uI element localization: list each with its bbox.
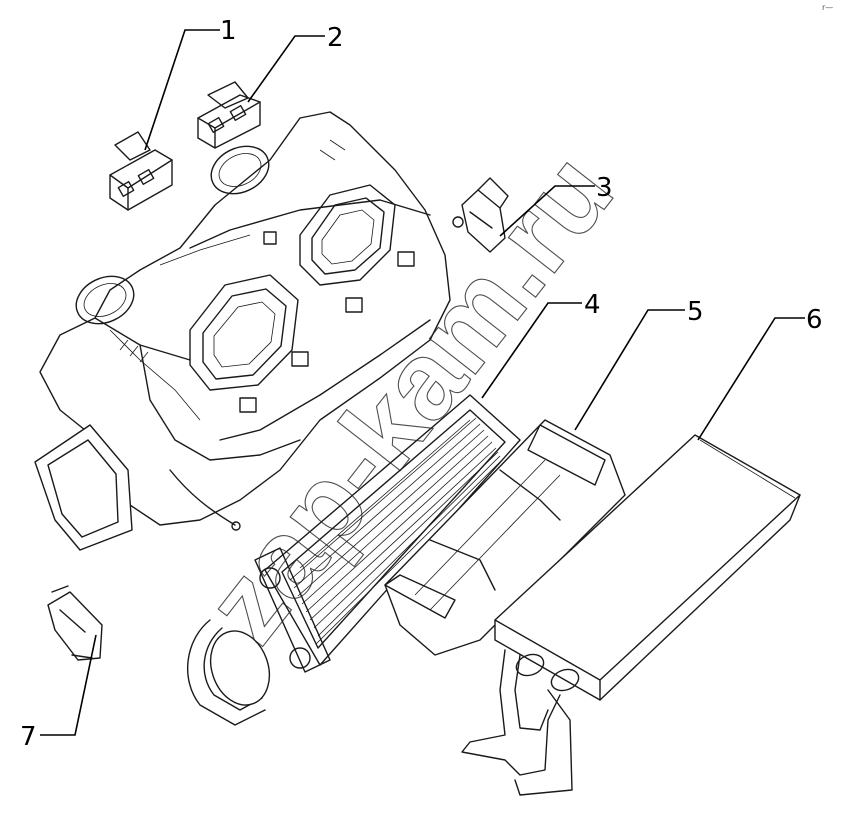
callout-1: 1 (220, 16, 237, 46)
actuator-part-1 (109, 131, 173, 211)
corner-mark: r— (822, 3, 833, 12)
actuator-part-3 (452, 177, 509, 253)
heater-core-part-4 (187, 394, 521, 726)
leader-4 (481, 302, 582, 399)
callout-7: 7 (20, 722, 37, 752)
callout-numbers: 1 2 3 4 5 6 7 (20, 16, 823, 752)
callout-4: 4 (584, 290, 601, 320)
leader-1 (144, 29, 220, 151)
leader-3 (499, 185, 595, 237)
leader-7 (40, 634, 97, 736)
callout-5: 5 (687, 297, 704, 327)
callout-3: 3 (596, 173, 613, 203)
callout-2: 2 (327, 23, 344, 53)
leader-5 (574, 309, 685, 431)
actuator-part-7 (47, 585, 103, 661)
actuator-part-2 (197, 81, 261, 149)
callout-6: 6 (806, 305, 823, 335)
leader-6 (697, 317, 805, 441)
evaporator-part-6 (461, 434, 801, 796)
callout-leaders (40, 29, 805, 736)
hvac-housing (34, 111, 451, 551)
leader-2 (247, 35, 325, 103)
